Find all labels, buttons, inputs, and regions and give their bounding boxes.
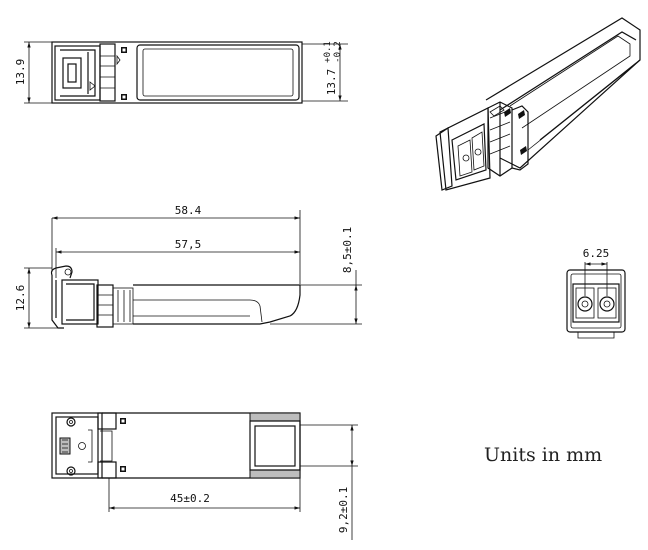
front-view: 6.25: [566, 247, 626, 339]
side-height-dim: 12.6: [14, 285, 27, 312]
top-view: 13.9 13.7 +0.1 -0.2: [14, 41, 348, 104]
side-view: 58.4 57,5 12.6 8,5±0.1: [14, 204, 362, 329]
bottom-length-dim: 45±0.2: [170, 492, 210, 505]
top-width-tol-plus: +0.1: [323, 41, 333, 63]
top-width-tol-minus: -0.2: [333, 41, 343, 63]
bottom-width-dim: 9,2±0.1: [337, 487, 350, 533]
side-overall-length-dim: 58.4: [175, 204, 202, 217]
top-height-dim: 13.9: [14, 59, 27, 86]
bottom-view: 45±0.2 9,2±0.1: [51, 412, 358, 540]
isometric-view: [435, 17, 641, 191]
top-width-dim: 13.7: [325, 69, 338, 96]
side-body-length-dim: 57,5: [175, 238, 202, 251]
units-note: Units in mm: [484, 444, 602, 466]
side-latch-dim: 8,5±0.1: [341, 227, 354, 273]
front-pitch-dim: 6.25: [583, 247, 610, 260]
